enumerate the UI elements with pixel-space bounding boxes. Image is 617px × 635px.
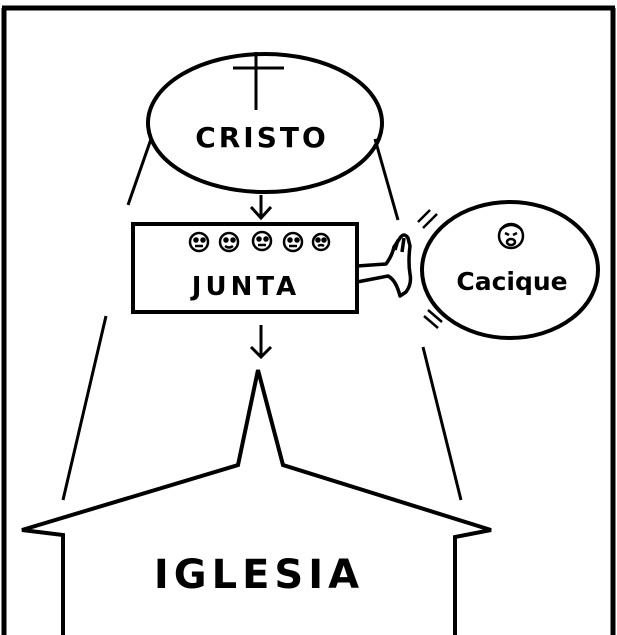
- cross-icon: [233, 52, 284, 110]
- junta-label: JUNTA: [190, 272, 300, 302]
- hand-icon: [356, 233, 413, 298]
- cristo-node: CRISTO: [146, 52, 384, 194]
- church-outline: [21, 369, 492, 635]
- face-icon: [218, 231, 240, 253]
- faces-icon-row: [188, 230, 331, 253]
- outer-frame: [1, 5, 616, 635]
- iglesia-node: IGLESIA: [21, 369, 492, 635]
- face-icon: [251, 230, 273, 252]
- junta-node: JUNTA: [131, 222, 359, 314]
- cristo-label: CRISTO: [195, 121, 329, 154]
- cacique-node: Cacique: [420, 200, 600, 340]
- motion-lines: [417, 209, 443, 329]
- arrow-cristo-to-junta: [249, 195, 273, 221]
- arrow-junta-to-iglesia: [249, 325, 273, 360]
- face-icon: [311, 232, 331, 252]
- face-icon: [188, 231, 210, 253]
- iglesia-label: IGLESIA: [154, 552, 364, 598]
- cacique-label: Cacique: [456, 267, 567, 296]
- face-icon: [282, 231, 304, 253]
- angry-face-icon: [497, 222, 525, 250]
- connector-lines: [61, 138, 463, 501]
